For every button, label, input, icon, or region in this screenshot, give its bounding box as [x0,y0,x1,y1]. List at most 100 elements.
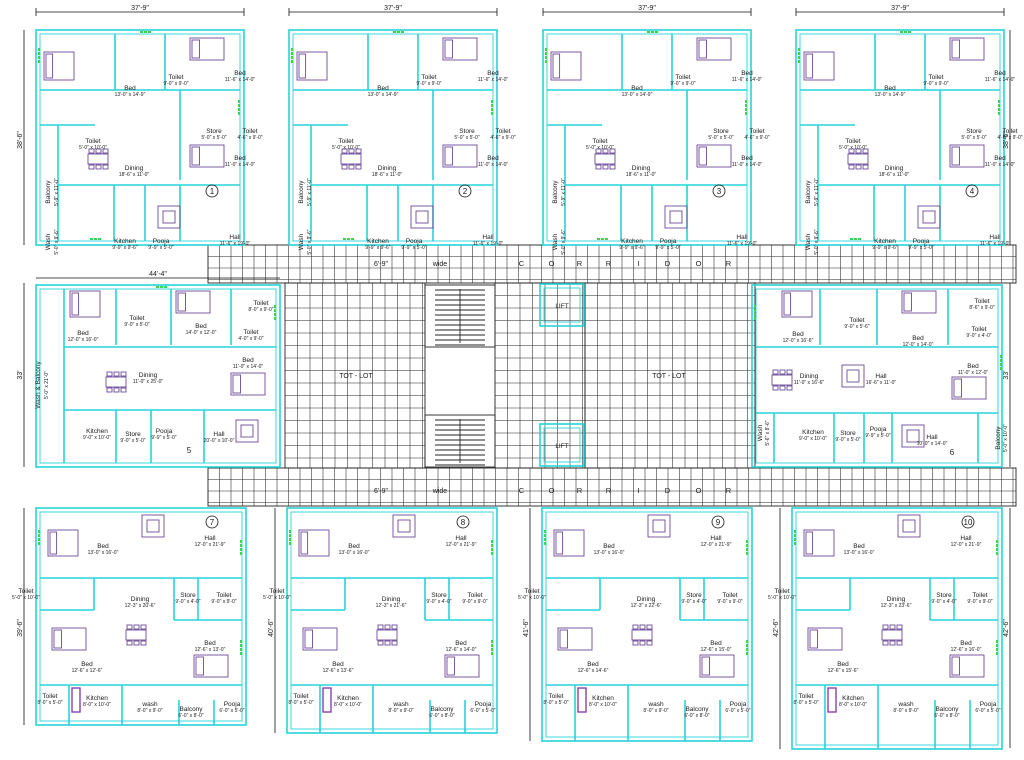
mid-dimensions: 44'-4"33'33' [17,271,1011,467]
room-name: Balcony [805,180,812,204]
room-name: Toilet [845,138,860,145]
corridor-outline [284,282,426,469]
room-dim: 12'-6" x 14'-0" [446,647,477,653]
window-mark [144,31,147,33]
top-corridor-letter: O [696,259,703,268]
room-dim: 9'-9" x 5'-0" [148,245,173,251]
room-name: Balcony [179,706,203,713]
window-mark [347,238,350,240]
room-name: Bed [455,640,467,647]
room-dim: 9'-0" x 4'-0" [175,599,200,605]
room-dim: 6'-0" x 5'-0" [725,708,750,714]
bed-furniture [189,37,225,61]
window-mark [998,108,1000,111]
bed-furniture [803,51,835,81]
room-dim: 4'-6" x 9'-0" [490,135,515,141]
room-dim: 9'-0" x 4'-0" [681,599,706,605]
bed-pillow [304,629,313,649]
sofa [664,205,688,229]
coffee-table [846,369,860,383]
bottom-corridor-letter: I [637,486,640,495]
bottom-corridor-letter: O [549,486,556,495]
room-dim: 6'-0" x 8'-0" [429,713,454,719]
window-mark [996,548,998,551]
window-mark [238,104,240,107]
room-dim: 12'-0" x 21'-9" [195,542,226,548]
bed-furniture [949,144,985,168]
unit-inner-wall [39,288,277,464]
dining-chair [772,369,779,375]
dining-chair [779,385,786,391]
window-mark [746,644,748,647]
window-mark [794,534,796,537]
room-name: Bed [837,661,849,668]
room-name: Bed [487,70,499,77]
window-mark [798,52,800,55]
room-dim: 12'-6" x 16'-0" [951,647,982,653]
room-dim: 6'-0" x 5'-0" [470,708,495,714]
room-name: Bed [710,640,722,647]
room-dim: 5'-0" x 9'-6" [54,229,60,254]
window-mark [240,544,242,547]
window-mark [900,31,903,33]
room-dim: 12'-6" x 12'-6" [72,668,103,674]
dining-chair [355,148,362,154]
unit-number: 9 [716,518,721,527]
window-mark [140,31,143,33]
room-name: Dining [637,596,656,603]
room-name: Toilet [129,315,144,322]
room-name: Bed [195,323,207,330]
bed-furniture [230,372,266,396]
room-name: Toilet [216,592,231,599]
room-dim: 5'-0" x 10'-0" [586,145,614,151]
room-dim: 9'-9" x 5'-0" [865,433,890,439]
bed-furniture [951,376,987,400]
bed-furniture [302,627,338,651]
room-name: Dining [632,165,651,172]
bed-furniture [696,144,732,168]
room-name: Toilet [269,588,284,595]
room-dim: 5'-6" x 8'-6" [765,420,771,445]
room-dim: 9'-0" x 10'-0" [799,436,827,442]
bottom-depth-label: 41'-6" [523,619,530,637]
window-mark [289,542,291,545]
window-mark [545,52,547,55]
room-dim: 9'-0" x 9'-0" [416,81,441,87]
room-name: Balcony [935,706,959,713]
window-mark [351,238,354,240]
bed-pillow [555,531,564,555]
top-corridor-letter: D [665,259,671,268]
room-name: Balcony [995,426,1002,450]
bottom-corridor-letter: R [606,486,612,495]
dining-chair [95,164,102,170]
room-dim: 5'-0" x 10'-0" [1003,424,1009,452]
window-mark [491,540,493,543]
bed-furniture [43,51,75,81]
window-mark [343,238,346,240]
room-dim: 8'-0" x 5'-0" [288,700,313,706]
bed-pillow [951,656,960,676]
bed-furniture [553,529,585,557]
room-name: Bed [912,335,924,342]
bed-furniture [557,627,593,651]
dining-chair [609,164,616,170]
window-mark [996,644,998,647]
room-dim: 8'-0" x 9'-0" [248,307,273,313]
room-dim: 12'-0" x 14'-0" [903,342,934,348]
stair-outline [424,284,496,348]
window-mark [858,238,861,240]
window-mark [148,31,151,33]
bottom-depth-dimension: 41'-6" [523,508,531,741]
dining-chair [595,164,602,170]
room-name: wash [897,701,914,708]
window-mark [904,31,907,33]
window-mark [794,542,796,545]
bed-pillow [232,374,241,394]
window-mark [491,108,493,111]
bed-pillow [951,39,960,59]
window-mark [38,530,40,533]
unit-inner-wall [39,511,243,722]
window-mark [745,112,747,115]
dining-chair [140,640,147,646]
